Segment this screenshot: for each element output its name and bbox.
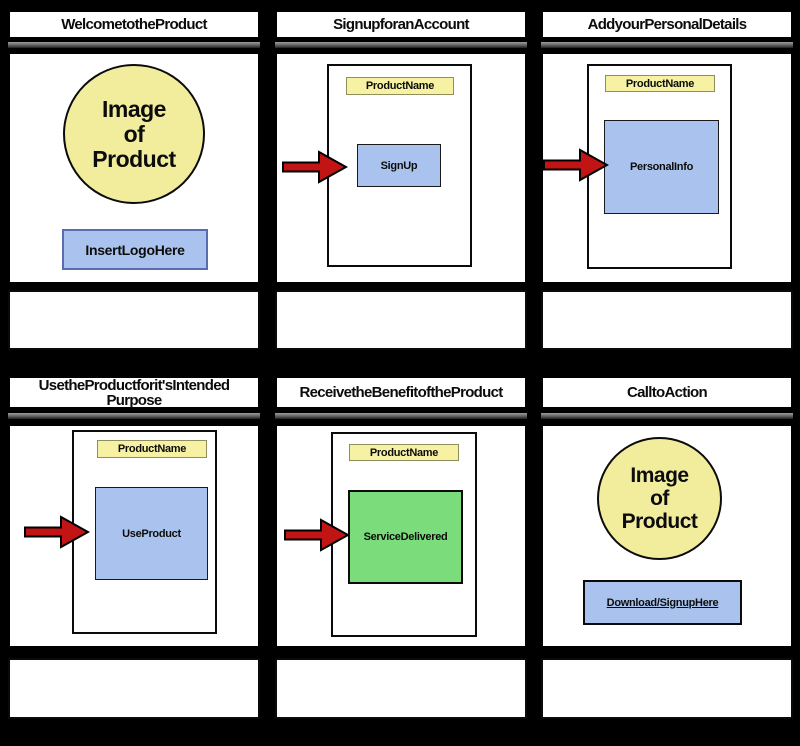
panel-details: AddyourPersonalDetails ProductName Perso… [541,10,793,350]
personal-info-box[interactable]: PersonalInfo [604,120,719,214]
panel-use-product: UsetheProductforit'sIntended Purpose Pro… [8,376,260,719]
panel-canvas[interactable]: ProductName ServiceDelivered [275,424,527,648]
product-name-bar[interactable]: ProductName [605,75,715,92]
device-frame[interactable]: ProductName ServiceDelivered [331,432,477,637]
panel-title[interactable]: SignupforanAccount [275,10,527,39]
divider-bar [8,412,260,420]
download-signup-button[interactable]: Download/SignupHere [583,580,742,625]
description-box[interactable] [275,658,527,719]
description-box[interactable] [8,658,260,719]
insert-logo-button[interactable]: InsertLogoHere [62,229,208,270]
divider-bar [275,412,527,420]
signup-button[interactable]: SignUp [357,144,441,187]
description-box[interactable] [275,290,527,350]
description-box[interactable] [541,658,793,719]
divider-bar [275,41,527,49]
arrow-icon[interactable] [284,517,350,553]
device-frame[interactable]: ProductName PersonalInfo [587,64,732,269]
panel-canvas[interactable]: ProductName UseProduct [8,424,260,648]
divider-bar [541,412,793,420]
product-image-placeholder[interactable]: Image of Product [63,64,205,204]
device-frame[interactable]: ProductName SignUp [327,64,472,267]
panel-title[interactable]: CalltoAction [541,376,793,409]
panel-signup: SignupforanAccount ProductName SignUp [275,10,527,350]
device-frame[interactable]: ProductName UseProduct [72,430,217,634]
panel-title[interactable]: WelcometotheProduct [8,10,260,39]
panel-title[interactable]: AddyourPersonalDetails [541,10,793,39]
product-name-bar[interactable]: ProductName [97,440,207,458]
panel-title[interactable]: UsetheProductforit'sIntended Purpose [8,376,260,409]
description-box[interactable] [8,290,260,350]
product-image-placeholder[interactable]: Image of Product [597,437,722,560]
product-name-bar[interactable]: ProductName [349,444,459,461]
divider-bar [8,41,260,49]
arrow-icon[interactable] [24,514,90,550]
panel-canvas[interactable]: ProductName PersonalInfo [541,52,793,284]
panel-welcome: WelcometotheProduct Image of Product Ins… [8,10,260,350]
panel-call-to-action: CalltoAction Image of Product Download/S… [541,376,793,719]
panel-benefit: ReceivetheBenefitoftheProduct ProductNam… [275,376,527,719]
description-box[interactable] [541,290,793,350]
panel-canvas[interactable]: Image of Product InsertLogoHere [8,52,260,284]
arrow-icon[interactable] [543,147,609,183]
panel-title[interactable]: ReceivetheBenefitoftheProduct [275,376,527,409]
panel-canvas[interactable]: Image of Product Download/SignupHere [541,424,793,648]
service-delivered-box[interactable]: ServiceDelivered [348,490,463,584]
arrow-icon[interactable] [282,149,348,185]
divider-bar [541,41,793,49]
panel-canvas[interactable]: ProductName SignUp [275,52,527,284]
use-product-box[interactable]: UseProduct [95,487,208,580]
product-name-bar[interactable]: ProductName [346,77,454,95]
